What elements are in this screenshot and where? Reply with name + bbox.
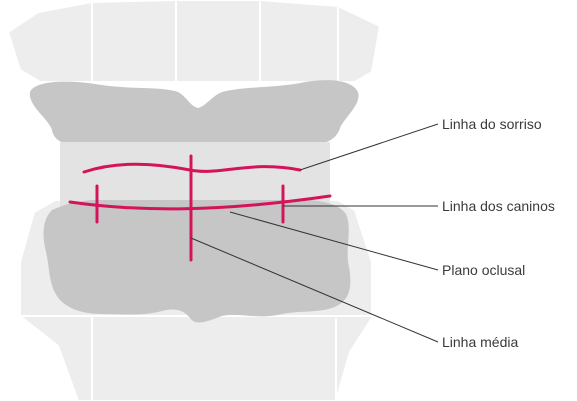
label-occlusal-plane: Plano oclusal: [442, 262, 525, 278]
label-midline: Linha média: [442, 334, 518, 350]
upper-cast-top-face: [8, 0, 380, 82]
upper-wax-rim: [30, 80, 359, 146]
label-canine-line: Linha dos caninos: [442, 198, 555, 214]
upper-cast: [8, 0, 380, 82]
label-smile-line: Linha do sorriso: [442, 116, 542, 132]
lower-wax-rim: [44, 200, 351, 322]
